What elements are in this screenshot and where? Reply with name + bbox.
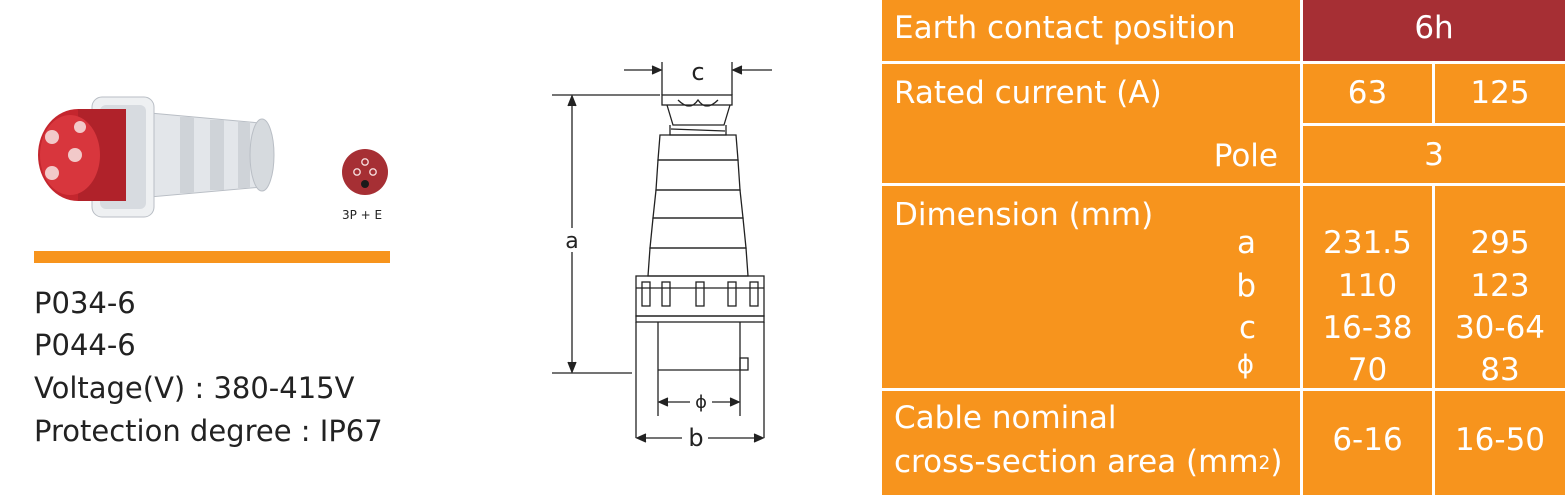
dim-label-c: c [691,58,704,86]
dim-label-a: a [565,229,578,254]
cable-label-cell: Cable nominal cross-section area (mm2) [882,391,1300,495]
dim-key-c: c [1238,310,1256,346]
pole-value: 3 [1424,137,1444,173]
dim-c-125: 30-64 [1454,310,1546,346]
pin-layout-label: 3P + E [342,208,383,222]
rated-current-label: Rated current (A) [894,75,1162,111]
cable-value-63: 6-16 [1332,422,1403,458]
cable-label-line-2: cross-section area (mm2) [894,447,1283,478]
protection-spec: Protection degree : IP67 [34,414,383,448]
pin-layout-icon [342,149,388,195]
rated-current-63: 63 [1347,75,1388,111]
dim-c-63: 16-38 [1322,310,1413,346]
dim-a-125: 295 [1470,225,1530,261]
dim-key-phi: ϕ [1236,350,1254,380]
rated-current-125: 125 [1470,75,1530,111]
earth-label-cell: Earth contact position [882,0,1300,61]
dim-b-63: 110 [1337,268,1398,304]
dimension-label: Dimension (mm) [894,197,1154,233]
dim-key-b: b [1236,268,1256,304]
dimension-label-cell: Dimension (mm) a b c ϕ [882,186,1300,388]
dim-label-phi: ϕ [695,392,707,413]
cable-label-line-1: Cable nominal [894,400,1117,436]
pole-label: Pole [1213,138,1278,174]
cable-63-cell: 6-16 [1303,391,1432,495]
dim-phi-63: 70 [1347,352,1388,388]
dim-label-b: b [688,424,703,452]
dim-key-a: a [1237,225,1256,261]
cable-value-125: 16-50 [1454,422,1546,458]
dimension-drawing: c a ϕ b [552,58,772,452]
earth-value-cell: 6h [1303,0,1565,61]
dimension-63-cell: 231.5 110 16-38 70 [1303,186,1432,388]
dim-b-125: 123 [1470,268,1530,304]
cable-label-sup: 2 [1258,453,1271,475]
rated-125-cell: 125 [1435,64,1565,123]
dim-a-63: 231.5 [1323,225,1412,261]
voltage-spec: Voltage(V) : 380-415V [34,371,355,405]
earth-value: 6h [1414,10,1454,46]
orange-divider [34,251,390,263]
model-number-1: P034-6 [34,286,136,320]
earth-label: Earth contact position [894,10,1236,46]
rated-pole-label-cell: Rated current (A) Pole [882,64,1300,183]
cable-label-text: cross-section area (mm [894,444,1259,480]
cable-label-end: ) [1270,444,1283,480]
dim-phi-125: 83 [1480,352,1520,388]
model-number-2: P044-6 [34,328,136,362]
cable-125-cell: 16-50 [1435,391,1565,495]
pole-value-cell: 3 [1303,126,1565,183]
rated-63-cell: 63 [1303,64,1432,123]
dimension-125-cell: 295 123 30-64 83 [1435,186,1565,388]
plug-product-image [38,96,275,218]
spec-table: Earth contact position 6h Rated current … [882,0,1565,495]
